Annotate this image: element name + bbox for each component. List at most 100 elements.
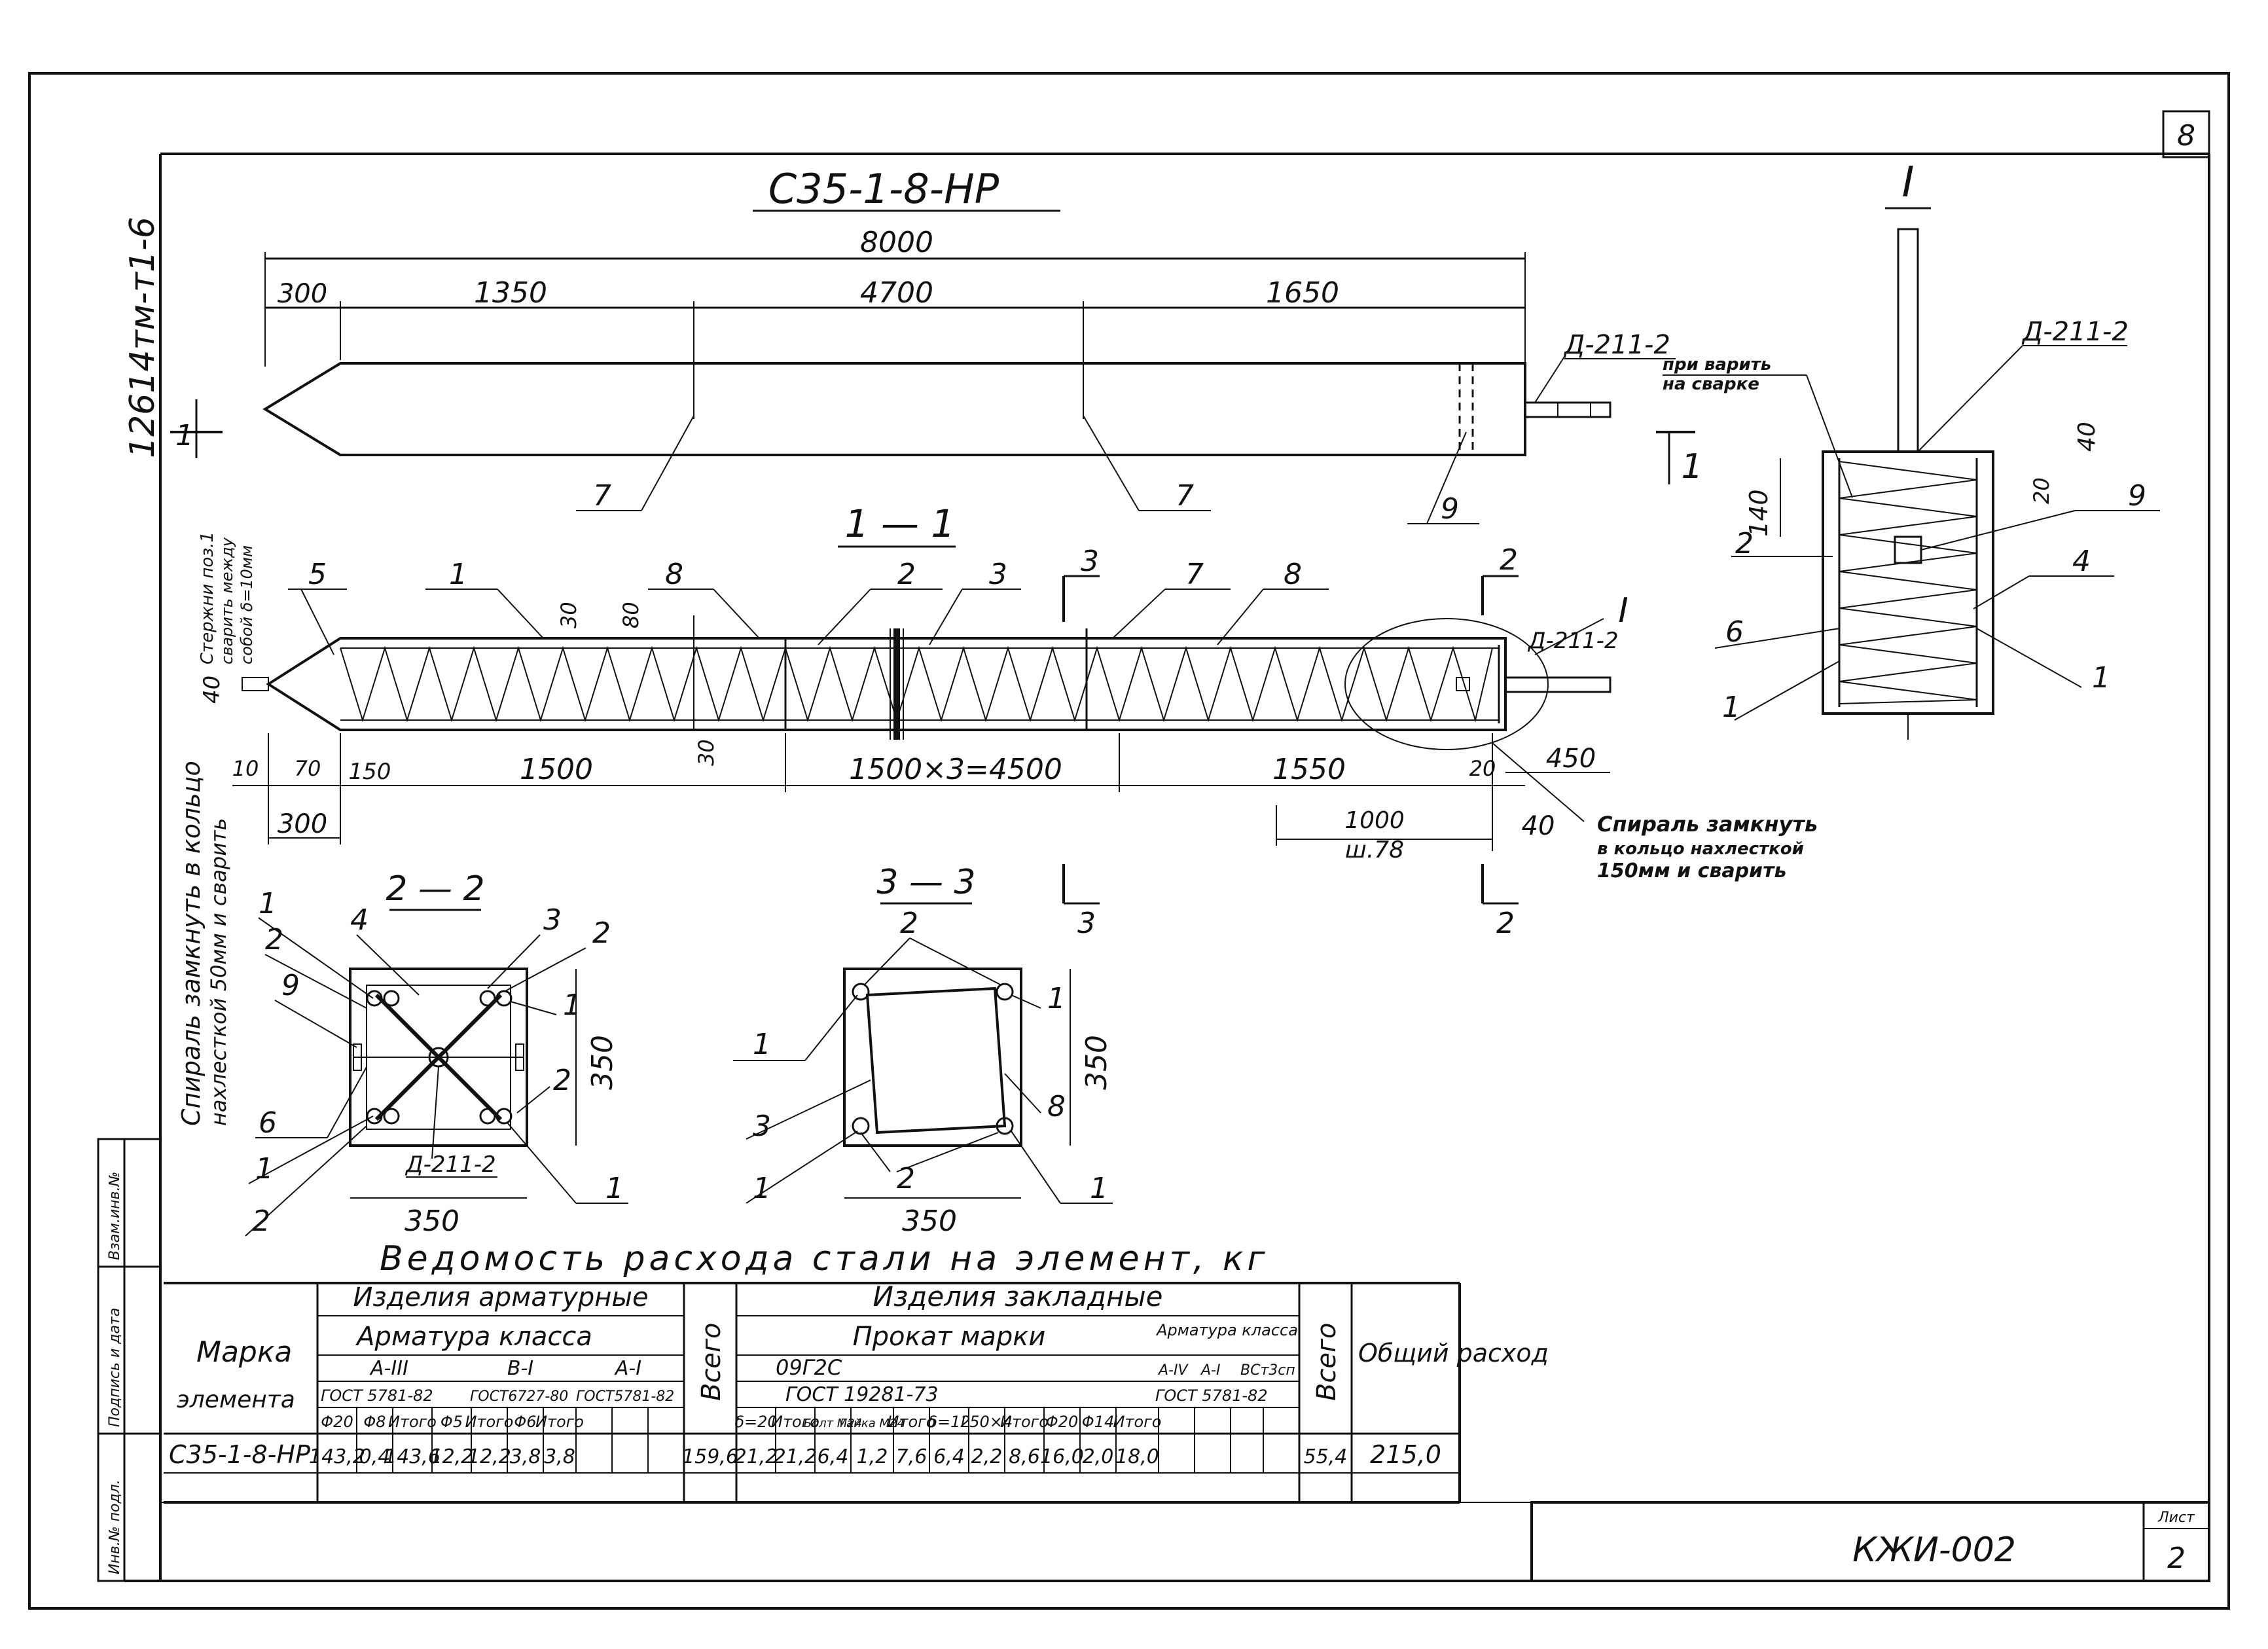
section-stub	[1504, 676, 1611, 693]
detail-leader-4	[1973, 575, 2030, 609]
leader-8	[713, 589, 760, 639]
class-b1: В-I	[507, 1357, 533, 1380]
s33-pos-2b: 2	[897, 1162, 915, 1195]
pos-7b: 7	[1176, 479, 1194, 513]
dim-1550: 1550	[1272, 753, 1346, 786]
plate-left	[353, 1043, 362, 1071]
detail-note-1: при варить	[1663, 355, 1771, 374]
s22-leader-2d	[516, 1086, 550, 1114]
cut2-label-bottom: 2	[1496, 907, 1515, 940]
cls2-a1: А-I	[1200, 1362, 1220, 1379]
h-arm-class: Арматура класса	[355, 1322, 592, 1352]
gost-3: ГОСТ5781-82	[576, 1388, 674, 1405]
note-spiral-right-1: Спираль замкнуть	[1597, 812, 1818, 837]
side-code: 12614тм-т1-6	[123, 217, 162, 458]
leader-7a	[641, 415, 694, 511]
s33-pos-3: 3	[753, 1110, 771, 1143]
detail-leader-1r	[1976, 628, 2082, 688]
table-cell: 21,2	[774, 1445, 818, 1468]
note-spiral-left-1: Спираль замкнуть в кольцо	[177, 761, 206, 1126]
detail-note-leader	[1806, 374, 1853, 498]
leader-8b	[1217, 589, 1264, 645]
s33-pos-8: 8	[1047, 1090, 1066, 1123]
dim-4700: 4700	[860, 276, 933, 310]
pos-7a: 7	[593, 479, 611, 513]
section-1-1: 1 — 1 I 5 1 30 80 8	[177, 501, 1818, 1126]
table-dividers	[317, 1407, 1352, 1473]
section-3-3-spiral	[865, 987, 1007, 1134]
table-col-header: Итого	[465, 1413, 514, 1431]
sheet-number: 8	[2177, 119, 2195, 153]
s33-dim-w: 350	[902, 1205, 957, 1238]
cut2-label-top: 2	[1500, 543, 1518, 577]
detail-spiral	[1839, 461, 1977, 704]
s33-leader-8	[1004, 1073, 1041, 1114]
s33-leader-2d	[896, 1132, 999, 1172]
detail-pos-9: 9	[2128, 479, 2146, 513]
steel-table: Ведомость расхода стали на элемент, кг М…	[164, 1239, 1549, 1504]
main-title: С35-1-8-НР	[768, 165, 999, 213]
tb-box	[1530, 1501, 2210, 1582]
bar-2-2-tl2	[383, 990, 400, 1007]
leader-3	[929, 589, 963, 645]
note-rods-1: Стержни поз.1	[198, 532, 217, 664]
detail-leader	[1534, 618, 1604, 655]
bar-2-2-bl2	[383, 1108, 400, 1125]
table-col-header: Φ14	[1082, 1413, 1114, 1431]
bar-2-2-br2	[495, 1108, 513, 1125]
table-col-header: Итого	[1113, 1413, 1162, 1431]
table-col-header: Итого	[771, 1413, 819, 1431]
tip-rod	[242, 677, 269, 691]
table-cell: 55,4	[1304, 1445, 1348, 1468]
spiral-reinforcement	[340, 645, 1493, 723]
table-cell: 143,6	[384, 1445, 441, 1468]
bar-2-2-tr1	[479, 990, 496, 1007]
dim-40-left: 40	[199, 676, 225, 704]
s22-leader-2c	[503, 947, 586, 992]
s22-callout: Д-211-2	[405, 1151, 496, 1178]
leader-2	[818, 589, 871, 645]
pile-elevation	[262, 362, 1526, 456]
detail-dim-20: 20	[2029, 477, 2054, 504]
bar-3-3-bl	[852, 1117, 870, 1135]
note-rods-2: сварить между	[218, 537, 236, 664]
pos-1-sec: 1	[449, 558, 467, 591]
s22-pos-1b: 1	[255, 1152, 274, 1186]
h-vsego2: Всего	[1312, 1322, 1342, 1401]
section-3-3-title: 3 — 3	[876, 863, 975, 902]
tb-list-num: 2	[2167, 1542, 2186, 1575]
table-col-header: Гайка М24	[840, 1417, 905, 1430]
table-cell: 2,2	[971, 1445, 1003, 1468]
note-rods-3: собой δ=10мм	[238, 545, 256, 664]
s33-leader-1a	[1011, 994, 1041, 1009]
s33-leader-1d	[1011, 1131, 1061, 1204]
dim-sh78: ш.78	[1345, 837, 1404, 863]
table-col-header: Болт М24	[804, 1417, 863, 1430]
dim-300-b: 300	[278, 809, 327, 839]
dim-40-right: 40	[1522, 811, 1555, 841]
pile-section	[266, 637, 1507, 731]
detail-leader-1l	[1734, 661, 1840, 721]
detail-anchor	[1894, 535, 1922, 564]
pos-5: 5	[308, 558, 327, 591]
s22-leader-1b	[248, 1115, 374, 1184]
detail-pos-6: 6	[1725, 615, 1744, 649]
table-col-header: Итого	[888, 1413, 936, 1431]
s22-pos-1d: 1	[605, 1172, 624, 1205]
s22-leader-2a	[264, 954, 367, 1009]
table-cell: 12,2	[430, 1445, 474, 1468]
note-spiral-right-2: в кольцо нахлесткой	[1597, 839, 1804, 859]
detail-note-2: на сварке	[1663, 374, 1759, 394]
dim-150: 150	[349, 759, 391, 785]
elevation-callout: Д-211-2	[1563, 330, 1670, 360]
s33-dim-h: 350	[1080, 1035, 1113, 1090]
dim-10: 10	[232, 756, 259, 781]
table-col-header: δ=12	[927, 1413, 970, 1431]
side-stamp-label-1: Взам.инв.№	[107, 1172, 123, 1260]
leader-5	[300, 589, 334, 655]
h-arm: Изделия арматурные	[353, 1282, 648, 1313]
s22-pos-2c: 2	[592, 916, 611, 950]
center-anchor	[428, 1047, 449, 1068]
